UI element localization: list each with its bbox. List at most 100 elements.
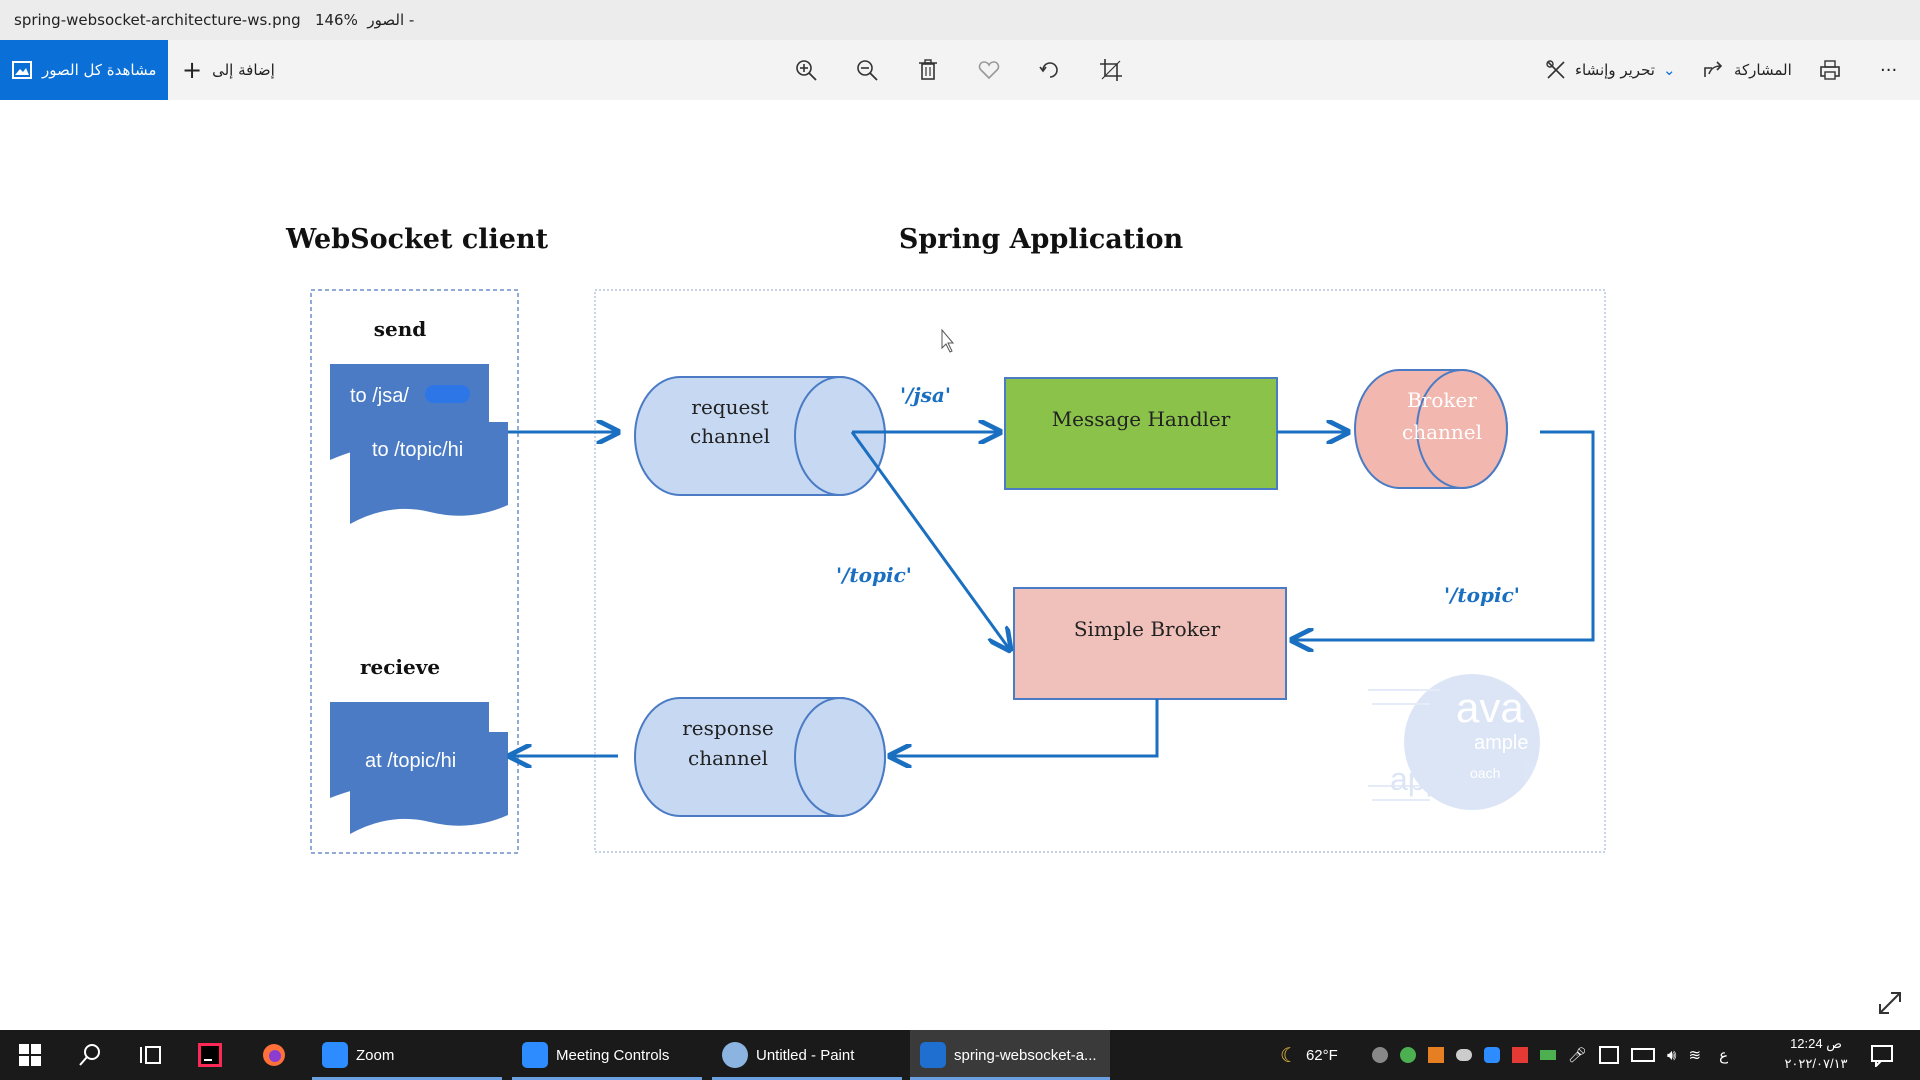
- firefox-icon[interactable]: [262, 1043, 286, 1067]
- task-view-icon[interactable]: [138, 1043, 162, 1067]
- svg-text:ample: ample: [1474, 732, 1528, 754]
- share-label: المشاركة: [1734, 61, 1792, 79]
- add-to-button[interactable]: + إضافة إلى: [182, 40, 275, 100]
- rotate-icon[interactable]: [1038, 58, 1062, 82]
- favorite-icon[interactable]: [977, 58, 1001, 82]
- clock-date: ٢٠٢٢/٠٧/١٣: [1784, 1056, 1848, 1071]
- display-icon[interactable]: [1599, 1046, 1620, 1064]
- crop-icon[interactable]: [1099, 58, 1123, 82]
- request-channel-end: [794, 376, 886, 496]
- broker-channel-label-2: channel: [1402, 420, 1482, 444]
- receive-label: recieve: [360, 655, 440, 679]
- moon-icon: ☾: [1280, 1044, 1298, 1067]
- weather-widget[interactable]: ☾ 62°F: [1280, 1030, 1338, 1080]
- send-doc-2-label: to /topic/hi: [372, 439, 463, 461]
- simple-broker-box: [1013, 587, 1287, 700]
- zoom-app-icon: [322, 1042, 348, 1068]
- security-icon[interactable]: [1512, 1047, 1528, 1063]
- zoom-in-icon[interactable]: [794, 58, 818, 82]
- arrow-broker-to-response: [890, 699, 1159, 756]
- redaction-mark: [425, 385, 470, 403]
- paint-icon: [722, 1042, 748, 1068]
- app-box: [594, 289, 1606, 853]
- image-icon: [12, 61, 32, 79]
- message-handler-box: [1004, 377, 1278, 490]
- system-tray: 🎤︎ 🔊︎ ≋ ع: [1372, 1030, 1728, 1080]
- share-button[interactable]: المشاركة: [1702, 40, 1792, 100]
- clock[interactable]: 12:24 ص ٢٠٢٢/٠٧/١٣: [1768, 1034, 1864, 1074]
- arrow-broker-channel-to-simple-broker: [1292, 430, 1595, 640]
- client-title: WebSocket client: [285, 224, 549, 255]
- zoom-out-icon[interactable]: [855, 58, 879, 82]
- request-channel-label-1: request: [691, 395, 768, 419]
- app-name: الصور -: [367, 11, 415, 29]
- response-channel-end: [794, 697, 886, 817]
- title-bar: spring-websocket-architecture-ws.png 146…: [0, 0, 1920, 40]
- share-icon: [1704, 61, 1723, 77]
- notifications-icon[interactable]: [1870, 1043, 1894, 1067]
- add-to-label: إضافة إلى: [212, 61, 275, 79]
- volume-icon[interactable]: 🔊︎: [1667, 1046, 1677, 1064]
- view-all-label: مشاهدة كل الصور: [42, 61, 157, 79]
- taskbar-app-label: Meeting Controls: [556, 1046, 670, 1064]
- send-label: send: [374, 317, 427, 341]
- diagram-image: WebSocket client Spring Application send…: [285, 224, 1606, 854]
- svg-text:ava: ava: [1456, 684, 1524, 731]
- receive-doc-label: at /topic/hi: [365, 750, 456, 772]
- broker-channel-label-1: Broker: [1407, 388, 1477, 412]
- response-channel-label-2: channel: [688, 746, 768, 770]
- route-topic-label-1: '/topic': [836, 563, 912, 587]
- app-title: Spring Application: [899, 224, 1184, 255]
- edit-create-button[interactable]: تحرير وإنشاء ⌄: [1545, 40, 1676, 100]
- edit-create-icon: [1546, 60, 1565, 79]
- battery-icon[interactable]: [1631, 1048, 1656, 1062]
- intellij-icon[interactable]: [198, 1043, 222, 1067]
- chevron-down-icon: ⌄: [1662, 61, 1676, 79]
- microphone-icon[interactable]: 🎤︎: [1568, 1047, 1588, 1064]
- broker-channel-end: [1416, 369, 1508, 489]
- route-topic-label-2: '/topic': [1444, 583, 1520, 607]
- clock-time: 12:24 ص: [1790, 1036, 1842, 1051]
- zoom-tray-icon[interactable]: [1484, 1047, 1500, 1063]
- send-doc-front: [350, 422, 508, 524]
- simple-broker-label: Simple Broker: [1074, 617, 1221, 641]
- taskbar-app-photos[interactable]: spring-websocket-a...: [910, 1030, 1110, 1080]
- wifi-icon[interactable]: ≋: [1688, 1047, 1702, 1064]
- taskbar: Zoom Meeting Controls Untitled - Paint s…: [0, 1030, 1920, 1080]
- windows-start-icon[interactable]: [18, 1043, 42, 1067]
- input-language[interactable]: ع: [1719, 1047, 1729, 1064]
- taskbar-app-label: spring-websocket-a...: [954, 1046, 1097, 1064]
- mouse-cursor-icon: [941, 328, 955, 353]
- plus-icon: +: [182, 56, 203, 84]
- send-doc-1-label: to /jsa/: [350, 385, 409, 407]
- photos-icon: [920, 1042, 946, 1068]
- route-jsa-label: '/jsa': [900, 383, 951, 407]
- search-icon[interactable]: [78, 1043, 102, 1067]
- more-button[interactable]: ···: [1880, 59, 1898, 81]
- taskbar-app-meeting-controls[interactable]: Meeting Controls: [512, 1030, 702, 1080]
- meeting-controls-icon: [522, 1042, 548, 1068]
- tray-app-icon[interactable]: [1372, 1047, 1388, 1063]
- watermark-logo: ava ample app oach: [1368, 674, 1540, 810]
- svg-text:app: app: [1390, 761, 1443, 797]
- tray-app-icon[interactable]: [1400, 1047, 1416, 1063]
- fullscreen-expand-icon[interactable]: [1875, 988, 1905, 1018]
- edit-create-label: تحرير وإنشاء: [1575, 61, 1655, 79]
- window-title: spring-websocket-architecture-ws.png: [14, 11, 301, 29]
- taskbar-app-label: Untitled - Paint: [756, 1046, 855, 1064]
- taskbar-app-zoom[interactable]: Zoom: [312, 1030, 502, 1080]
- zoom-level: 146%: [314, 11, 358, 29]
- battery-app-icon[interactable]: [1540, 1050, 1556, 1060]
- toolbar: مشاهدة كل الصور + إضافة إلى: [0, 40, 1920, 100]
- view-all-photos-button[interactable]: مشاهدة كل الصور: [0, 40, 168, 100]
- tray-app-icon[interactable]: [1428, 1047, 1444, 1063]
- taskbar-app-label: Zoom: [356, 1046, 395, 1064]
- receive-doc-front: [350, 732, 508, 834]
- svg-text:oach: oach: [1470, 765, 1500, 781]
- delete-icon[interactable]: [916, 58, 940, 82]
- cloud-icon[interactable]: [1456, 1049, 1472, 1061]
- weather-temp: 62°F: [1305, 1046, 1338, 1064]
- taskbar-app-paint[interactable]: Untitled - Paint: [712, 1030, 902, 1080]
- arrow-request-to-broker: [850, 431, 1010, 650]
- print-icon[interactable]: [1818, 58, 1842, 82]
